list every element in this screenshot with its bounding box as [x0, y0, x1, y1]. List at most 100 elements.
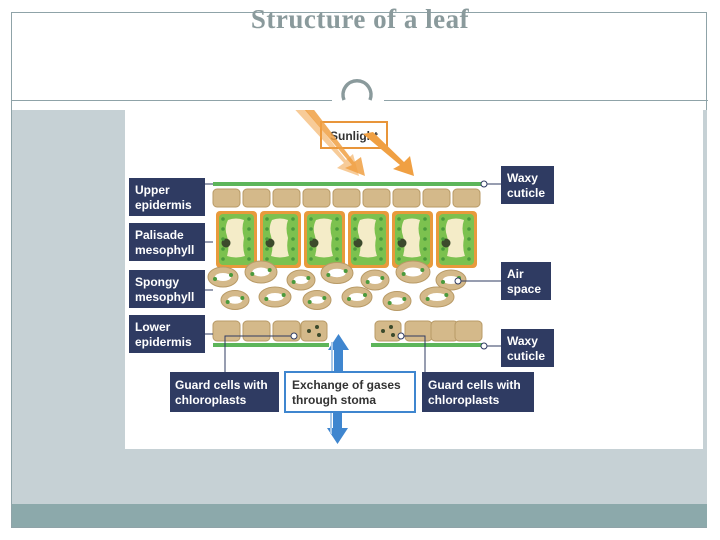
chloroplast: [309, 237, 313, 241]
chloroplast: [291, 237, 295, 241]
spongy-vacuole: [252, 267, 270, 277]
chloroplast: [240, 296, 245, 300]
spongy-vacuole: [293, 276, 309, 284]
lower-epidermis-cells: [212, 320, 483, 342]
spongy-vacuole: [215, 273, 231, 281]
lower-cuticle-right: [371, 343, 483, 347]
chloroplast: [423, 257, 427, 261]
nucleus: [221, 238, 231, 248]
chloroplast: [291, 217, 295, 221]
upper-epidermis-cell: [332, 188, 361, 208]
palisade-vacuole: [401, 218, 421, 258]
upper-epidermis-cell: [422, 188, 451, 208]
svg-text:cuticle: cuticle: [507, 349, 545, 363]
guard-cell-chloroplast: [315, 325, 319, 329]
svg-text:cuticle: cuticle: [507, 186, 545, 200]
label-spongy-mesophyll: Spongy mesophyll: [129, 270, 213, 308]
guard-cell-chloroplast: [389, 325, 393, 329]
chloroplast: [309, 217, 313, 221]
label-air-space: Air space: [454, 262, 551, 300]
chloroplast: [247, 237, 251, 241]
chloroplast: [379, 247, 383, 251]
label-waxy-cuticle-top: Waxy cuticle: [480, 166, 554, 204]
spongy-vacuole: [328, 268, 346, 278]
palisade-vacuole: [313, 218, 333, 258]
label-palisade-mesophyll: Palisade mesophyll: [129, 223, 213, 261]
svg-text:Exchange of gases: Exchange of gases: [292, 378, 401, 392]
chloroplast: [309, 227, 313, 231]
upper-epidermis-cell: [362, 188, 391, 208]
chloroplast: [397, 247, 401, 251]
chloroplast: [307, 300, 312, 304]
upper-epidermis-cell: [212, 188, 241, 208]
chloroplast: [397, 217, 401, 221]
palisade-vacuole: [269, 218, 289, 258]
chloroplast: [221, 237, 225, 241]
palisade-vacuole: [357, 218, 377, 258]
chloroplast: [335, 257, 339, 261]
svg-text:mesophyll: mesophyll: [135, 243, 194, 257]
svg-text:Spongy: Spongy: [135, 275, 179, 289]
chloroplast: [444, 293, 449, 297]
label-upper-epidermis: Upper epidermis: [129, 178, 213, 216]
chloroplast: [250, 272, 255, 276]
palisade-vacuole: [225, 218, 245, 258]
chloroplast: [281, 293, 286, 297]
chloroplast: [467, 247, 471, 251]
chloroplast: [379, 227, 383, 231]
chloroplast: [423, 237, 427, 241]
chloroplast: [264, 297, 269, 301]
svg-text:through stoma: through stoma: [292, 393, 376, 407]
chloroplast: [467, 257, 471, 261]
chloroplast: [402, 297, 407, 301]
chloroplast: [467, 237, 471, 241]
chloroplast: [322, 296, 327, 300]
chloroplast: [265, 217, 269, 221]
upper-epidermis-cells: [212, 188, 481, 208]
slide-title: Structure of a leaf: [250, 4, 470, 34]
chloroplast: [387, 301, 392, 305]
title-rule-left: [12, 100, 332, 101]
nucleus: [353, 238, 363, 248]
upper-epidermis-cell: [272, 188, 301, 208]
chloroplast: [267, 268, 272, 272]
svg-text:Guard cells with: Guard cells with: [428, 378, 521, 392]
svg-text:Palisade: Palisade: [135, 228, 184, 242]
svg-text:Guard cells with: Guard cells with: [175, 378, 268, 392]
chloroplast: [401, 272, 406, 276]
lower-epidermis-cell: [430, 320, 459, 342]
chloroplast: [441, 257, 445, 261]
chloroplast: [247, 227, 251, 231]
chloroplast: [306, 276, 311, 280]
svg-text:chloroplasts: chloroplasts: [428, 393, 500, 407]
svg-text:Upper: Upper: [135, 183, 170, 197]
chloroplast: [379, 257, 383, 261]
lower-epidermis-cell: [242, 320, 271, 342]
chloroplast: [343, 269, 348, 273]
chloroplast: [380, 276, 385, 280]
spongy-mesophyll-cells: [207, 260, 467, 311]
chloroplast: [221, 257, 225, 261]
leaf-diagram: Sunlight: [125, 102, 703, 449]
guard-cell-chloroplast: [391, 333, 395, 337]
chloroplast: [221, 217, 225, 221]
chloroplast: [467, 217, 471, 221]
nucleus: [309, 238, 319, 248]
lower-epidermis-cell: [212, 320, 241, 342]
chloroplast: [425, 297, 430, 301]
chloroplast: [335, 227, 339, 231]
upper-cuticle: [213, 182, 483, 186]
spongy-vacuole: [266, 293, 284, 301]
chloroplast: [365, 280, 370, 284]
chloroplast: [213, 277, 217, 281]
upper-epidermis-cell: [392, 188, 421, 208]
svg-text:Waxy: Waxy: [507, 334, 538, 348]
lower-epidermis-cell: [404, 320, 433, 342]
chloroplast: [247, 247, 251, 251]
upper-epidermis-cell: [242, 188, 271, 208]
spongy-vacuole: [227, 296, 243, 304]
chloroplast: [363, 293, 367, 297]
leaf-structure-illustration: Sunlight: [129, 102, 554, 444]
guard-cell-chloroplast: [317, 333, 321, 337]
